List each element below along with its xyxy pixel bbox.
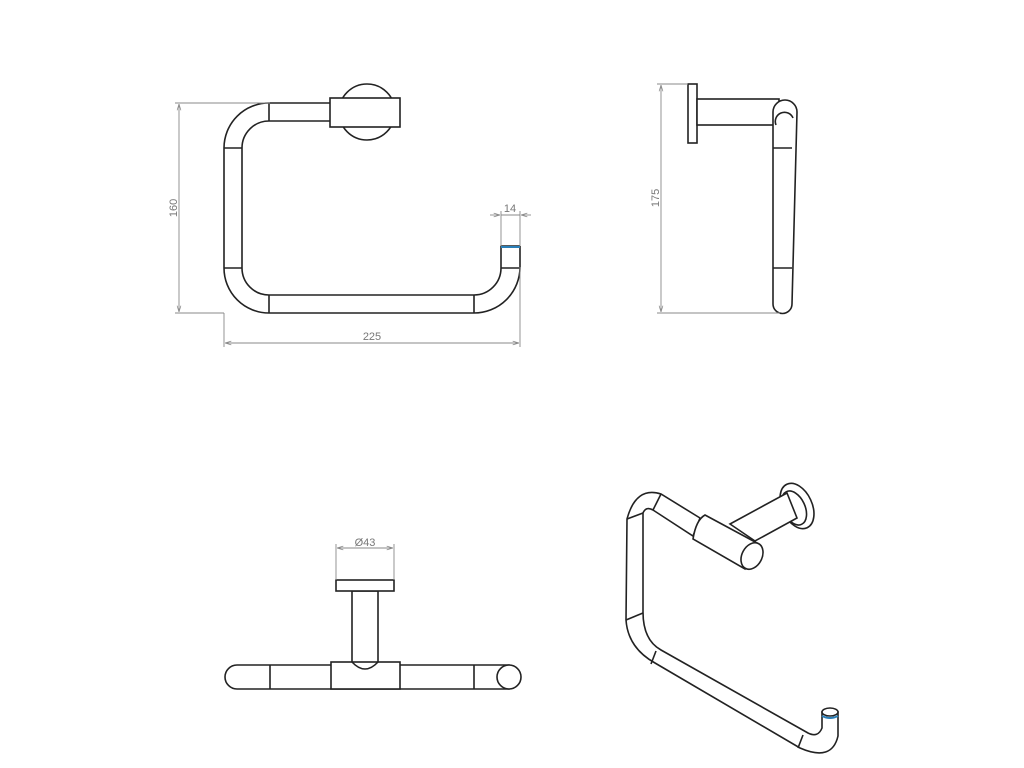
- iso-tube-end: [821, 707, 839, 717]
- arm: [696, 98, 780, 126]
- dimension-width: 225: [223, 267, 521, 347]
- hub: [330, 661, 401, 690]
- base-plate: [335, 579, 395, 592]
- dimension-height-label: 160: [168, 199, 180, 217]
- tube-end: [496, 664, 522, 690]
- dimension-height: 160: [168, 102, 270, 314]
- dimension-width-label: 225: [363, 331, 381, 343]
- ring-side: [772, 99, 798, 315]
- ring-inner: [241, 120, 520, 296]
- post: [351, 590, 379, 664]
- side-view: 175: [650, 83, 798, 315]
- wall-plate: [687, 83, 698, 144]
- segment-line: [650, 650, 657, 665]
- dimension-diameter-label: Ø43: [355, 537, 376, 549]
- isometric-view: [625, 482, 839, 754]
- iso-arm: [728, 491, 799, 542]
- segment-line: [626, 512, 644, 520]
- ring-outer: [223, 102, 521, 314]
- segment-line: [625, 612, 644, 621]
- iso-tube-end-cap: [821, 715, 839, 719]
- segment-lines: [224, 103, 520, 313]
- top-view: Ø43: [224, 537, 522, 690]
- dimension-side-height: 175: [650, 83, 780, 314]
- mount-bracket: [329, 97, 401, 128]
- dimension-tube-label: 14: [504, 203, 516, 215]
- iso-hub-end: [740, 541, 764, 571]
- hub-notch: [351, 661, 379, 670]
- front-view: 160 225 14: [168, 83, 531, 347]
- segment-line: [797, 734, 804, 749]
- ring-side-bend: [774, 111, 794, 126]
- dimension-diameter: Ø43: [335, 537, 395, 580]
- dimension-tube: 14: [490, 203, 531, 246]
- dimension-side-height-label: 175: [650, 189, 662, 207]
- segment-line: [652, 493, 662, 511]
